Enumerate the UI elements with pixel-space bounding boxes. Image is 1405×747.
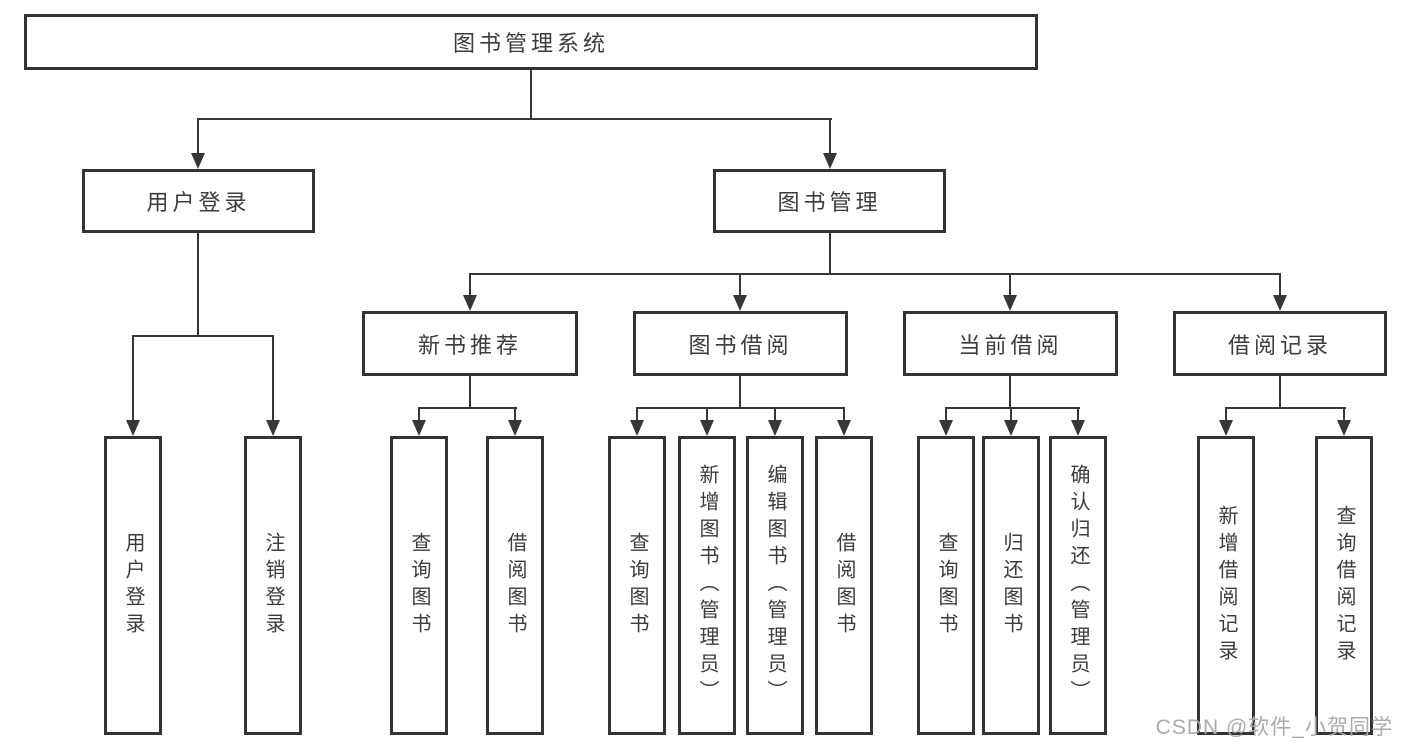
- arrow-down-icon: [412, 420, 426, 436]
- connector-drop-new-book-recommend: [469, 273, 471, 297]
- arrow-down-icon: [939, 420, 953, 436]
- leaf-logout: 注销登录: [244, 436, 302, 735]
- connector-drop: [1010, 407, 1012, 422]
- arrow-down-icon: [1003, 295, 1017, 311]
- node-borrowing-records: 借阅记录: [1173, 311, 1387, 376]
- node-book-management: 图书管理: [713, 169, 946, 233]
- leaf-borrow-books-1: 借阅图书: [486, 436, 544, 735]
- node-label: 图书管理系统: [452, 31, 609, 56]
- node-label: 借阅图书: [504, 531, 526, 640]
- arrow-down-icon: [1337, 420, 1351, 436]
- node-label: 借阅记录: [1227, 332, 1332, 358]
- node-label: 编辑图书（管理员）: [764, 464, 786, 707]
- arrow-down-icon: [191, 153, 205, 169]
- connector-new-book-bar: [418, 407, 517, 409]
- connector-drop-leaf-logout: [272, 335, 274, 422]
- leaf-user-login: 用户登录: [104, 436, 162, 735]
- node-label: 归还图书: [1000, 531, 1022, 640]
- connector-drop: [1077, 407, 1079, 422]
- leaf-return-books: 归还图书: [982, 436, 1040, 735]
- arrow-down-icon: [266, 420, 280, 436]
- connector-new-book-stem: [469, 376, 471, 407]
- connector-current-borrow-stem: [1009, 376, 1011, 407]
- connector-book-borrow-stem: [739, 376, 741, 407]
- connector-drop: [945, 407, 947, 422]
- connector-user-login-stem: [197, 233, 199, 335]
- node-label: 查询图书: [408, 531, 430, 640]
- leaf-confirm-return-admin: 确认归还（管理员）: [1049, 436, 1107, 735]
- node-library-management-system: 图书管理系统: [24, 14, 1038, 70]
- leaf-query-books-3: 查询图书: [917, 436, 975, 735]
- connector-borrow-records-stem: [1279, 376, 1281, 407]
- connector-current-borrow-bar: [945, 407, 1080, 409]
- arrow-down-icon: [700, 420, 714, 436]
- leaf-edit-book-admin: 编辑图书（管理员）: [746, 436, 804, 735]
- leaf-add-book-admin: 新增图书（管理员）: [678, 436, 736, 735]
- node-label: 新增图书（管理员）: [696, 464, 718, 707]
- connector-root-bar: [197, 118, 832, 120]
- node-label: 查询图书: [626, 531, 648, 640]
- arrow-down-icon: [463, 295, 477, 311]
- arrow-down-icon: [837, 420, 851, 436]
- node-label: 图书管理: [777, 190, 882, 215]
- arrow-down-icon: [1219, 420, 1233, 436]
- arrow-down-icon: [768, 420, 782, 436]
- connector-drop: [514, 407, 516, 422]
- node-user-login: 用户登录: [82, 169, 315, 233]
- connector-book-mgmt-bar: [469, 273, 1281, 275]
- node-book-borrowing: 图书借阅: [633, 311, 848, 376]
- connector-drop: [1343, 407, 1345, 422]
- leaf-query-books-1: 查询图书: [390, 436, 448, 735]
- leaf-add-borrow-record: 新增借阅记录: [1197, 436, 1255, 735]
- connector-drop: [706, 407, 708, 422]
- connector-drop-current-borrowing: [1009, 273, 1011, 297]
- watermark: CSDN @软件_小贺同学: [1155, 716, 1393, 739]
- node-label: 借阅图书: [833, 531, 855, 640]
- node-label: 新增借阅记录: [1215, 504, 1237, 667]
- node-current-borrowing: 当前借阅: [903, 311, 1118, 376]
- leaf-query-borrow-record: 查询借阅记录: [1315, 436, 1373, 735]
- node-new-book-recommend: 新书推荐: [362, 311, 578, 376]
- connector-user-login-bar: [132, 335, 274, 337]
- connector-drop: [418, 407, 420, 422]
- node-label: 查询图书: [935, 531, 957, 640]
- connector-borrow-records-bar: [1225, 407, 1346, 409]
- node-label: 当前借阅: [958, 332, 1063, 358]
- arrow-down-icon: [126, 420, 140, 436]
- arrow-down-icon: [630, 420, 644, 436]
- node-label: 注销登录: [262, 531, 284, 640]
- leaf-borrow-books-2: 借阅图书: [815, 436, 873, 735]
- arrow-down-icon: [1071, 420, 1085, 436]
- connector-drop-user-login: [197, 118, 199, 155]
- arrow-down-icon: [1273, 295, 1287, 311]
- connector-drop: [1225, 407, 1227, 422]
- connector-book-mgmt-stem: [829, 233, 831, 273]
- connector-drop-book-management: [829, 118, 831, 155]
- connector-root-stem: [530, 70, 532, 120]
- leaf-query-books-2: 查询图书: [608, 436, 666, 735]
- connector-drop-leaf-user-login: [132, 335, 134, 422]
- connector-drop: [774, 407, 776, 422]
- connector-drop-borrowing-records: [1279, 273, 1281, 297]
- node-label: 用户登录: [122, 531, 144, 640]
- node-label: 确认归还（管理员）: [1067, 464, 1089, 707]
- arrow-down-icon: [1004, 420, 1018, 436]
- arrow-down-icon: [508, 420, 522, 436]
- node-label: 用户登录: [146, 190, 251, 215]
- connector-drop: [636, 407, 638, 422]
- node-label: 新书推荐: [417, 332, 522, 358]
- connector-drop: [843, 407, 845, 422]
- connector-book-borrow-bar: [636, 407, 845, 409]
- node-label: 查询借阅记录: [1333, 504, 1355, 667]
- node-label: 图书借阅: [688, 332, 793, 358]
- connector-drop-book-borrowing: [739, 273, 741, 297]
- arrow-down-icon: [733, 295, 747, 311]
- arrow-down-icon: [823, 153, 837, 169]
